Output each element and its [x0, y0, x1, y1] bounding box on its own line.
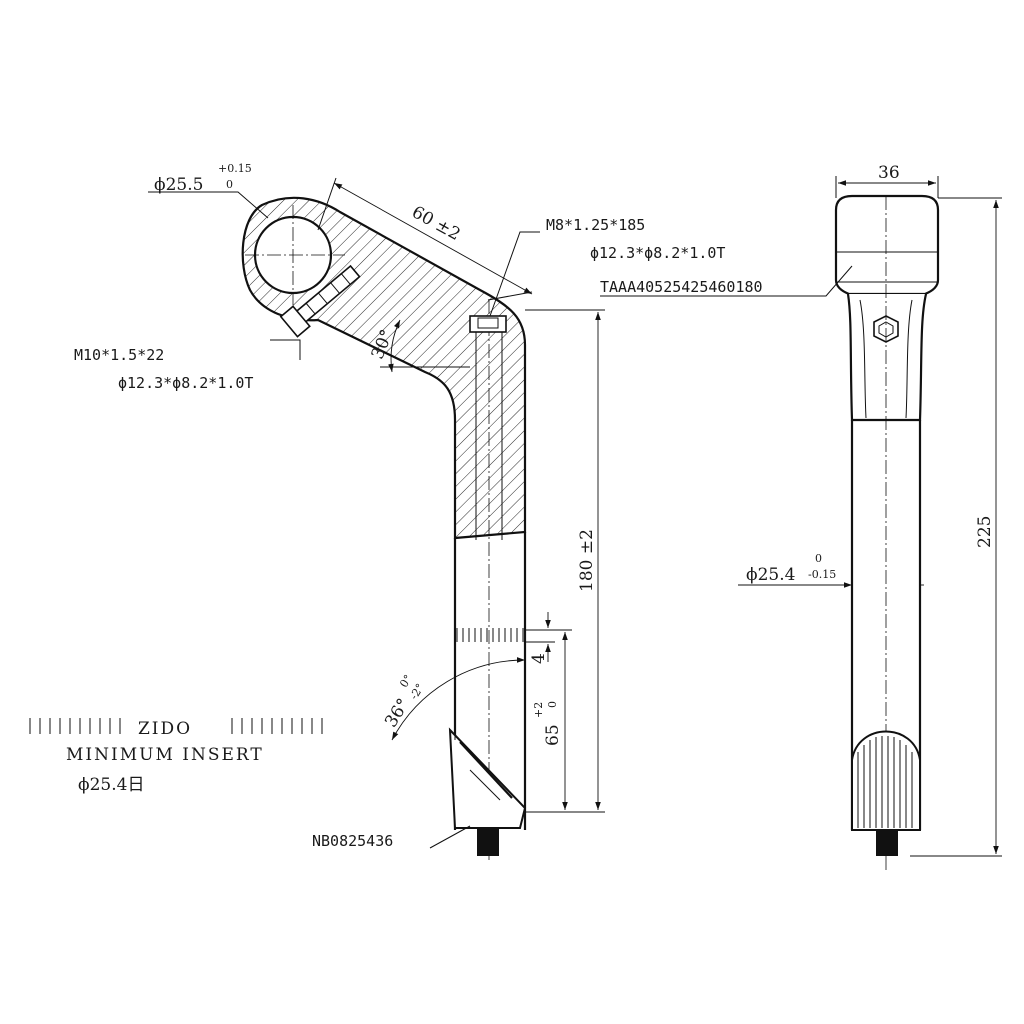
wedge-part-number: NB0825436: [312, 832, 393, 850]
legend-marks-right: [231, 718, 323, 734]
legend-insert-diameter: ϕ25.4日: [78, 775, 144, 795]
labels: ϕ25.5 +0.15 0 60 ±2 30° M8*1.25*185 ϕ12.…: [29, 162, 995, 850]
clamp-bolt-spec: ϕ12.3*ϕ8.2*1.0T: [118, 374, 253, 392]
wedge-angle-label: 36°: [381, 695, 414, 731]
legend-marks-left: [29, 718, 121, 734]
front-width-label: 36: [878, 163, 900, 183]
height-label: 180 ±2: [577, 529, 597, 592]
front-part-number: TAAA40525425460180: [600, 278, 763, 296]
quill-diameter-label: ϕ25.4: [746, 565, 795, 585]
expander-bolt-spec: ϕ12.3*ϕ8.2*1.0T: [590, 244, 725, 262]
clamp-diameter-label: ϕ25.5: [154, 175, 203, 195]
wedge-angle-tol-upper: 0°: [397, 672, 415, 689]
stem-head: [834, 194, 940, 296]
reach-label: 60 ±2: [408, 202, 463, 245]
clamp-diameter-tol-lower: 0: [226, 178, 233, 191]
legend: ZIDO MINIMUM INSERT ϕ25.4日: [29, 718, 323, 795]
side-view: [148, 177, 605, 860]
front-bolt-tip: [876, 830, 898, 856]
expander-bolt-size: M8*1.25*185: [546, 216, 645, 234]
clamp-diameter-tol-upper: +0.15: [218, 162, 252, 175]
legend-insert-label: MINIMUM INSERT: [66, 745, 264, 765]
front-view: [600, 176, 1002, 870]
clamp-bolt-size: M10*1.5*22: [74, 346, 164, 364]
quill-diameter-tol-upper: 0: [815, 552, 822, 565]
quill-diameter-tol-lower: -0.15: [808, 568, 836, 581]
knurled-wedge: [851, 730, 921, 831]
wedge-length-tol-lower: 0: [546, 701, 559, 708]
legend-brand: ZIDO: [138, 719, 192, 739]
insert-marks: [456, 628, 524, 642]
bolt-tip: [477, 828, 499, 856]
total-height-label: 225: [975, 516, 995, 548]
wedge-length-label: 65: [543, 724, 563, 746]
wedge-length-tol-upper: +2: [532, 702, 545, 718]
wedge: [448, 727, 527, 829]
insert-gap-label: 4: [529, 653, 549, 664]
